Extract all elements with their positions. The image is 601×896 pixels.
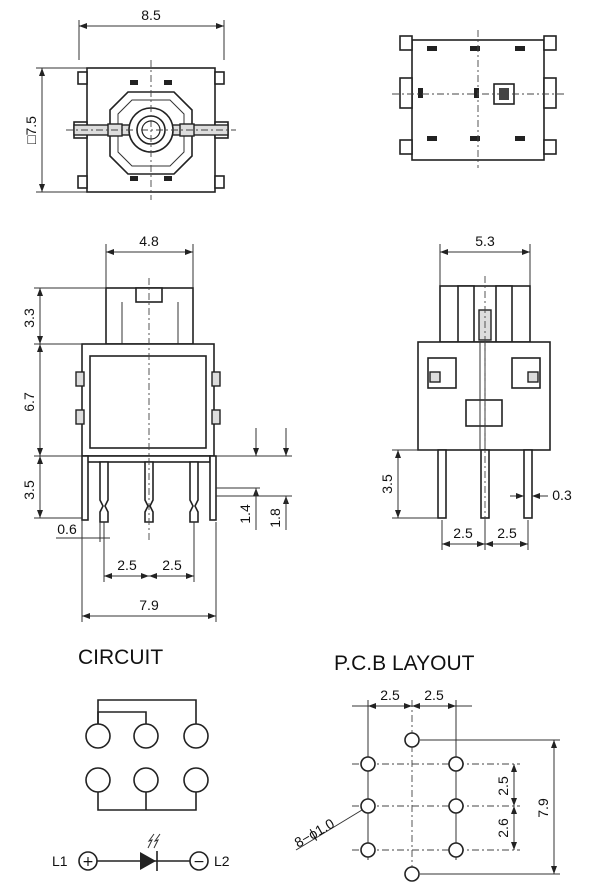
minus-symbol: − (193, 854, 205, 870)
top-view: 8.5 □7.5 (23, 7, 236, 200)
circuit-l2-label: L2 (214, 853, 230, 869)
dim-pcb-pitch-y1: 2.5 (495, 776, 511, 796)
pcb-layout: P.C.B LAYOUT 2.5 2.5 2.5 2.6 7.9 (292, 652, 560, 882)
bottom-view (392, 30, 564, 168)
dim-lead-2: 1.8 (267, 508, 283, 528)
dim-total-width: 7.9 (139, 597, 159, 613)
dim-top-square: □7.5 (23, 116, 39, 144)
dim-pin-length: 3.5 (21, 480, 37, 500)
dim-front-pitch-right: 2.5 (162, 557, 182, 573)
dim-side-pin-length: 3.5 (379, 474, 395, 494)
dim-pcb-pitch-y2: 2.6 (495, 818, 511, 838)
dim-stem-height: 3.3 (21, 308, 37, 328)
front-view: 4.8 3.3 6.7 3.5 (21, 233, 292, 622)
dim-pcb-pitch-x2: 2.5 (424, 687, 444, 703)
dim-lead-1: 1.4 (237, 504, 253, 524)
dim-side-pitch-left: 2.5 (453, 525, 473, 541)
led-icon (140, 852, 156, 870)
plus-symbol: + (82, 854, 94, 870)
dim-body-height: 6.7 (21, 392, 37, 412)
circuit-diagram: CIRCUIT L1 + − L2 (52, 646, 230, 871)
dim-stem-width: 4.8 (139, 233, 159, 249)
circuit-l1-label: L1 (52, 853, 68, 869)
circuit-title: CIRCUIT (78, 646, 163, 669)
dim-pcb-total-height: 7.9 (535, 798, 551, 818)
dim-side-pitch-right: 2.5 (497, 525, 517, 541)
dim-side-top-width: 5.3 (475, 233, 495, 249)
dim-front-pitch-left: 2.5 (117, 557, 137, 573)
dim-pin-thickness: 0.3 (552, 487, 572, 503)
side-view: 5.3 3.5 0.3 2.5 (379, 233, 572, 550)
dim-pin-offset: 0.6 (57, 521, 77, 537)
dim-top-width: 8.5 (141, 7, 161, 23)
pcb-title: P.C.B LAYOUT (334, 652, 475, 675)
dim-pcb-pitch-x1: 2.5 (380, 687, 400, 703)
hole-spec-label: 8−ϕ1.0 (292, 815, 338, 851)
